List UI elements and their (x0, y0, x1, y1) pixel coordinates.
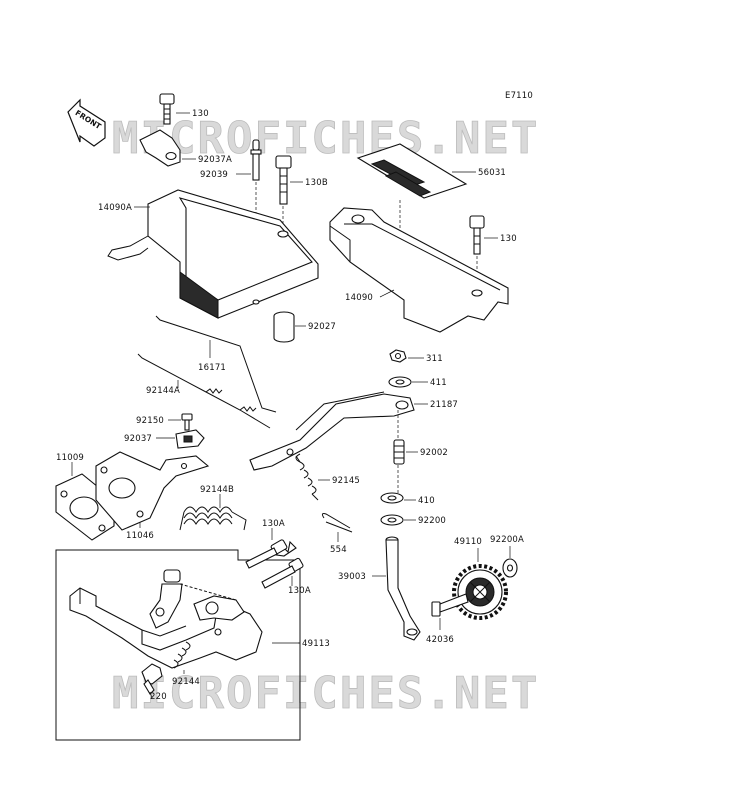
bracket-92037A (139, 129, 181, 167)
label-130B: 130B (305, 178, 328, 188)
label-42036: 42036 (426, 635, 454, 645)
label-14090A: 14090A (98, 203, 132, 213)
label-220: 220 (150, 692, 167, 702)
label-311: 311 (426, 354, 443, 364)
rod-92144A (137, 353, 271, 429)
rod-16171 (155, 315, 277, 413)
label-21187: 21187 (430, 400, 458, 410)
spring-92144B (179, 506, 247, 531)
label-130A-top: 130A (262, 519, 285, 529)
shaft-39003 (385, 536, 421, 641)
bolt-42036 (431, 593, 469, 617)
label-130-right: 130 (500, 234, 517, 244)
nut-311 (389, 349, 407, 363)
label-411: 411 (430, 378, 447, 388)
label-39003: 39003 (338, 572, 366, 582)
label-130A-bottom: 130A (288, 586, 311, 596)
label-14090: 14090 (345, 293, 373, 303)
collar-92027 (273, 311, 295, 343)
bolt-130A-bottom (261, 557, 304, 589)
label-11009: 11009 (56, 453, 84, 463)
screw-220 (141, 663, 163, 695)
label-56031: 56031 (478, 168, 506, 178)
label-92027: 92027 (308, 322, 336, 332)
front-arrow-icon: FRONT (67, 98, 106, 147)
label-92144: 92144 (172, 677, 200, 687)
spring-92144 (173, 641, 191, 669)
washer-92200A (502, 558, 518, 578)
label-49113: 49113 (302, 639, 330, 649)
label-92039: 92039 (200, 170, 228, 180)
pin-92039 (250, 139, 262, 181)
label-554: 554 (330, 545, 347, 555)
washer-92200 (380, 514, 404, 526)
bolt-130A-top (245, 539, 297, 569)
bolt-130-right (469, 215, 485, 255)
cover-14090A (107, 189, 319, 319)
label-16171: 16171 (198, 363, 226, 373)
label-92150: 92150 (136, 416, 164, 426)
label-410: 410 (418, 496, 435, 506)
bolt-130B (275, 155, 292, 205)
label-92200A: 92200A (490, 535, 524, 545)
gear-49110 (452, 564, 508, 620)
label-plate-56031 (356, 143, 468, 199)
label-92200: 92200 (418, 516, 446, 526)
screw-92150 (181, 413, 193, 431)
cotter-pin-554 (321, 513, 353, 533)
watermark-bottom: MICROFICHES.NET (112, 668, 539, 719)
label-49110: 49110 (454, 537, 482, 547)
label-92144B: 92144B (200, 485, 234, 495)
label-11046: 11046 (126, 531, 154, 541)
bolt-130-top (159, 93, 175, 125)
spring-92145 (295, 453, 319, 501)
washer-410 (380, 492, 404, 504)
label-92037A: 92037A (198, 155, 232, 165)
label-92145: 92145 (332, 476, 360, 486)
lever-21187 (249, 391, 415, 471)
governor-plate-49113 (69, 569, 263, 669)
clamp-92037 (175, 429, 205, 449)
bracket-11046 (95, 451, 210, 531)
label-92037: 92037 (124, 434, 152, 444)
bolt-92002 (393, 439, 405, 465)
washer-411 (388, 376, 412, 388)
label-130-top: 130 (192, 109, 209, 119)
cover-14090 (329, 207, 509, 333)
diagram-code: E7110 (505, 91, 533, 101)
label-92002: 92002 (420, 448, 448, 458)
label-92144A: 92144A (146, 386, 180, 396)
watermark-top: MICROFICHES.NET (112, 113, 539, 164)
